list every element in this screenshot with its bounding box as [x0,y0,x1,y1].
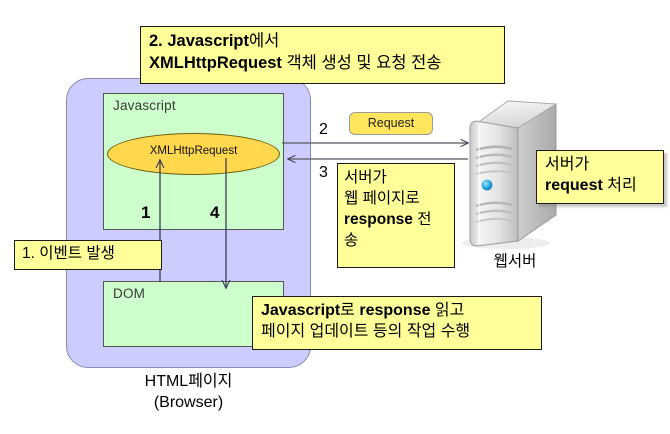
callout-step-1: 1. 이벤트 발생 [14,240,162,270]
callout-step-4-line1-en1: Javascript [261,302,341,319]
callout-step-2-line1-en: 2. Javascript [149,32,249,50]
callout-step-4-line1-en2: response [359,302,431,319]
callout-step-4-line1-ko1: 로 [340,302,360,319]
callout-step-2-line2-en: XMLHttpRequest [149,53,282,72]
callout-step-2-line1-ko: 에서 [248,32,280,50]
server-caption: 웹서버 [493,253,537,270]
dom-panel-label: DOM [113,286,146,301]
step-number-1: 1 [141,203,151,222]
browser-caption-line-1: HTML페이지 [144,373,233,390]
step-number-2: 2 [319,121,328,138]
browser-caption-line-2: (Browser) [153,394,224,412]
callout-step-3-line2: 웹 페이지로 [344,189,420,207]
xmlhttprequest-label: XMLHttpRequest [149,145,238,157]
callout-server-line1: 서버가 [545,156,590,173]
callout-step-4-line2: 페이지 업데이트 등의 작업 수행 [261,323,471,341]
step-number-4: 4 [210,203,220,222]
request-label-pill: Request [349,112,433,135]
callout-server-line2-ko: 처리 [602,177,637,195]
callout-server-line2-en: request [545,177,603,195]
browser-caption: HTML페이지 (Browser) [66,371,311,414]
callout-step-2: 2. Javascript에서 XMLHttpRequest 객체 생성 및 요… [140,26,505,84]
server-led-icon [481,179,493,191]
callout-step-3-line3-ko: 전 [412,210,432,228]
callout-step-3: 서버가 웹 페이지로 response 전 송 [337,163,455,268]
xmlhttprequest-object: XMLHttpRequest [107,133,280,175]
step-number-3: 3 [319,164,328,181]
callout-server-process: 서버가 request 처리 [536,150,664,204]
javascript-panel-label: Javascript [113,98,176,113]
callout-step-3-line4: 송 [344,231,359,249]
callout-step-4: Javascript로 response 읽고 페이지 업데이트 등의 작업 수… [252,296,542,350]
callout-step-2-line2-ko: 객체 생성 및 요청 전송 [281,53,442,72]
callout-step-3-line3-en: response [344,210,413,228]
callout-step-4-line1-ko2: 읽고 [430,302,465,319]
callout-step-3-line1: 서버가 [344,169,387,186]
